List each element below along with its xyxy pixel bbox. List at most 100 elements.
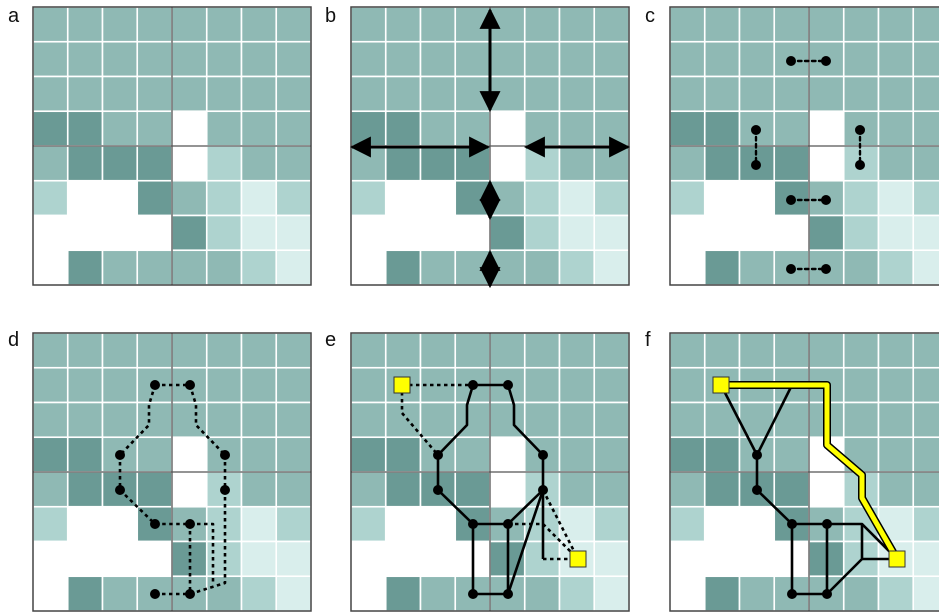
grid-cell — [136, 436, 173, 473]
grid-cell — [240, 540, 278, 578]
grid-cell — [489, 40, 526, 78]
grid-cell — [275, 110, 312, 147]
grid-cell — [877, 110, 915, 147]
grid-cell — [842, 75, 880, 113]
node-dot — [115, 450, 125, 460]
grid-cell — [489, 179, 526, 217]
graph-edge — [506, 489, 545, 595]
grid-cell — [912, 436, 939, 473]
grid-cell — [171, 436, 208, 473]
node-dot — [855, 160, 865, 170]
grid-cell — [350, 75, 387, 113]
grid-cell — [738, 40, 776, 78]
panel-label-e: e — [325, 329, 337, 351]
grid-cell — [240, 249, 278, 286]
grid-cell — [593, 540, 630, 578]
grid-cell — [419, 332, 457, 369]
grid-cell — [842, 249, 880, 286]
graph-edge — [826, 522, 864, 595]
grid-cell — [773, 145, 810, 182]
grid-cell — [912, 214, 939, 252]
grid-cell — [171, 471, 208, 508]
grid-cell — [558, 145, 596, 182]
grid-cell — [205, 110, 243, 147]
grid-cell — [171, 249, 208, 286]
grid-cell — [454, 214, 491, 252]
grid-cell — [523, 332, 561, 369]
source-square — [393, 376, 411, 394]
grid-cell — [703, 6, 741, 43]
grid-cell — [205, 249, 243, 286]
grid-cell — [593, 40, 630, 78]
grid-cell — [350, 366, 387, 404]
grid-cell — [669, 145, 706, 182]
grid-cell — [454, 249, 491, 286]
grid-cell — [66, 540, 104, 578]
grid-cell — [205, 179, 243, 217]
grid-cell — [136, 179, 173, 217]
grid-cell — [275, 471, 312, 508]
grid-cell — [454, 110, 491, 147]
grid-cell — [171, 214, 208, 252]
grid-cell — [275, 249, 312, 286]
grid-cell — [558, 575, 596, 612]
grid-cell — [171, 6, 208, 43]
node-dot — [468, 589, 478, 599]
grid-cell — [703, 505, 741, 543]
grid-cell — [669, 40, 706, 78]
grid-cell — [136, 249, 173, 286]
grid-cell — [593, 505, 630, 543]
grid-cell — [240, 179, 278, 217]
grid-cell — [877, 575, 915, 612]
grid-cell — [808, 145, 845, 182]
grid-cell — [66, 332, 104, 369]
node-dot — [752, 450, 762, 460]
grid-cell — [593, 401, 630, 439]
node-dot — [503, 519, 513, 529]
grid-cell — [419, 540, 457, 578]
grid-cell — [136, 145, 173, 182]
node-dot — [751, 160, 761, 170]
grid-cell — [808, 214, 845, 252]
grid-cell — [32, 575, 69, 612]
panel-label-d: d — [8, 329, 20, 351]
grid-cell — [877, 332, 915, 369]
node-dot — [185, 380, 195, 390]
grid-cell — [669, 575, 706, 612]
grid-cell — [32, 214, 69, 252]
grid-cell — [703, 179, 741, 217]
grid-cell — [32, 110, 69, 147]
grid-cell — [593, 214, 630, 252]
grid-cell — [523, 6, 561, 43]
grid-cell — [350, 249, 387, 286]
grid-cell — [738, 75, 776, 113]
grid-cell — [703, 249, 741, 286]
grid-cell — [171, 75, 208, 113]
grid-cell — [593, 145, 630, 182]
grid-cell — [205, 332, 243, 369]
grid-cell — [384, 575, 422, 612]
grid-cell — [703, 214, 741, 252]
grid-cell — [32, 332, 69, 369]
grid-cell — [877, 145, 915, 182]
grid-cell — [136, 75, 173, 113]
grid-cell — [101, 40, 139, 78]
grid-cell — [669, 332, 706, 369]
grid-cell — [384, 6, 422, 43]
grid-cell — [912, 540, 939, 578]
graph-edge — [436, 455, 545, 526]
grid-cell — [205, 75, 243, 113]
grid-cell — [877, 471, 915, 508]
grid-cell — [32, 366, 69, 404]
grid-cell — [558, 75, 596, 113]
grid-cell — [350, 505, 387, 543]
grid-cell — [808, 6, 845, 43]
node-dot — [538, 485, 548, 495]
grid-cell — [384, 436, 422, 473]
grid-cell — [419, 75, 457, 113]
grid-cell — [877, 401, 915, 439]
grid-cell — [275, 505, 312, 543]
grid-cell — [350, 179, 387, 217]
dashed-edge — [541, 489, 580, 560]
grid-cell — [558, 401, 596, 439]
